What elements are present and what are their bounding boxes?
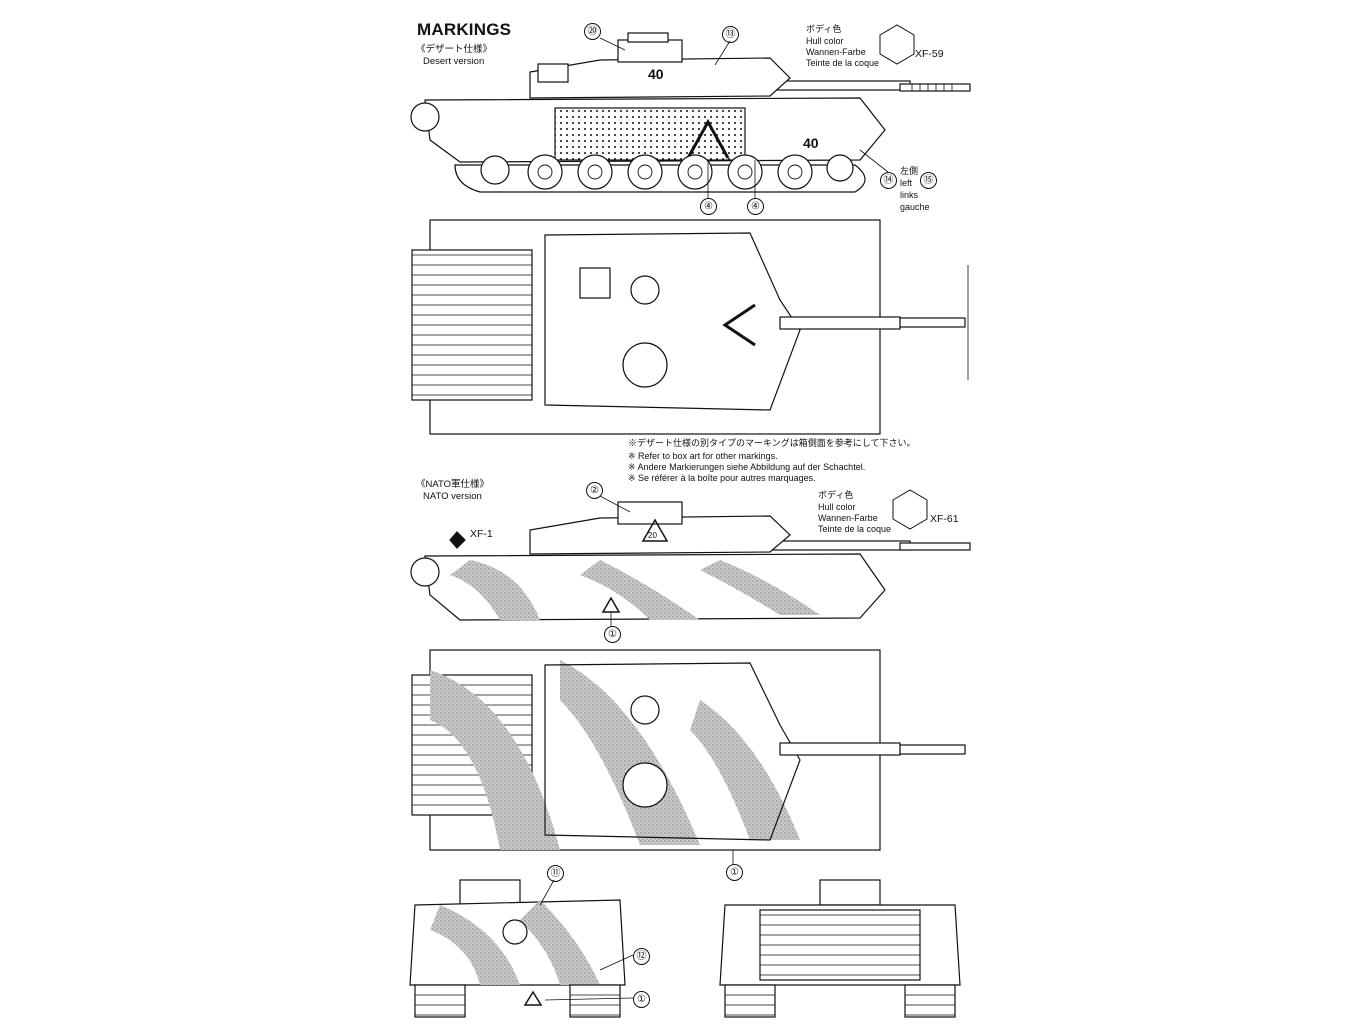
turret-number-desert: 40 [648, 66, 664, 82]
left-label-jp: 左側 [900, 166, 919, 176]
page-title: MARKINGS [417, 20, 512, 39]
desert-top-view [411, 219, 969, 435]
callout-4a: ④ [700, 198, 717, 215]
nato-color-en: Hull color [818, 502, 856, 512]
nato-side-view [410, 495, 971, 626]
note-fr: ※ Se référer à la boîte pour autres marq… [628, 473, 816, 483]
callout-4b: ④ [747, 198, 764, 215]
left-label-de: links [900, 190, 919, 200]
desert-version-en: Desert version [423, 56, 485, 67]
desert-paint-code: XF-59 [915, 48, 944, 60]
nato-color-de: Wannen-Farbe [818, 513, 878, 523]
xf1-label: XF-1 [470, 528, 493, 540]
callout-2: ② [586, 482, 603, 499]
nato-version-en: NATO version [423, 491, 482, 502]
desert-color-fr: Teinte de la coque [806, 58, 880, 68]
desert-color-swatch [879, 24, 915, 65]
desert-color-de: Wannen-Farbe [806, 47, 866, 57]
callout-1-top: ① [726, 864, 743, 881]
hull-number-desert: 40 [803, 135, 819, 151]
callout-13: ⑬ [722, 26, 739, 43]
nato-turret-marker: 20 [648, 531, 657, 540]
note-en: ※ Refer to box art for other markings. [628, 451, 778, 461]
callout-20: ⑳ [584, 23, 601, 40]
callout-14: ⑭ [880, 172, 897, 189]
nato-color-swatch [892, 489, 928, 530]
callout-15: ⑮ [920, 172, 937, 189]
nato-paint-code: XF-61 [930, 513, 959, 525]
nato-front-view [409, 879, 634, 1018]
callout-1-front: ① [633, 991, 650, 1008]
note-de: ※ Andere Markierungen siehe Abbildung au… [628, 462, 866, 472]
note-jp: ※デザート仕様の別タイプのマーキングは箱側面を参考にして下さい。 [628, 438, 916, 448]
nato-top-view [411, 649, 966, 864]
desert-side-view [410, 32, 971, 198]
callout-12: ⑫ [633, 948, 650, 965]
nato-color-fr: Teinte de la coque [818, 524, 892, 534]
nato-version-jp: 《NATO軍仕様》 [416, 479, 490, 490]
left-label-en: left [900, 178, 913, 188]
nato-color-jp: ボディ色 [818, 490, 854, 500]
callout-11: ⑪ [547, 865, 564, 882]
callout-1-side: ① [604, 626, 621, 643]
desert-version-jp: 《デザート仕様》 [416, 44, 493, 55]
desert-color-en: Hull color [806, 36, 844, 46]
desert-color-jp: ボディ色 [806, 24, 842, 34]
left-label-fr: gauche [900, 202, 930, 212]
nato-rear-view [719, 879, 961, 1018]
